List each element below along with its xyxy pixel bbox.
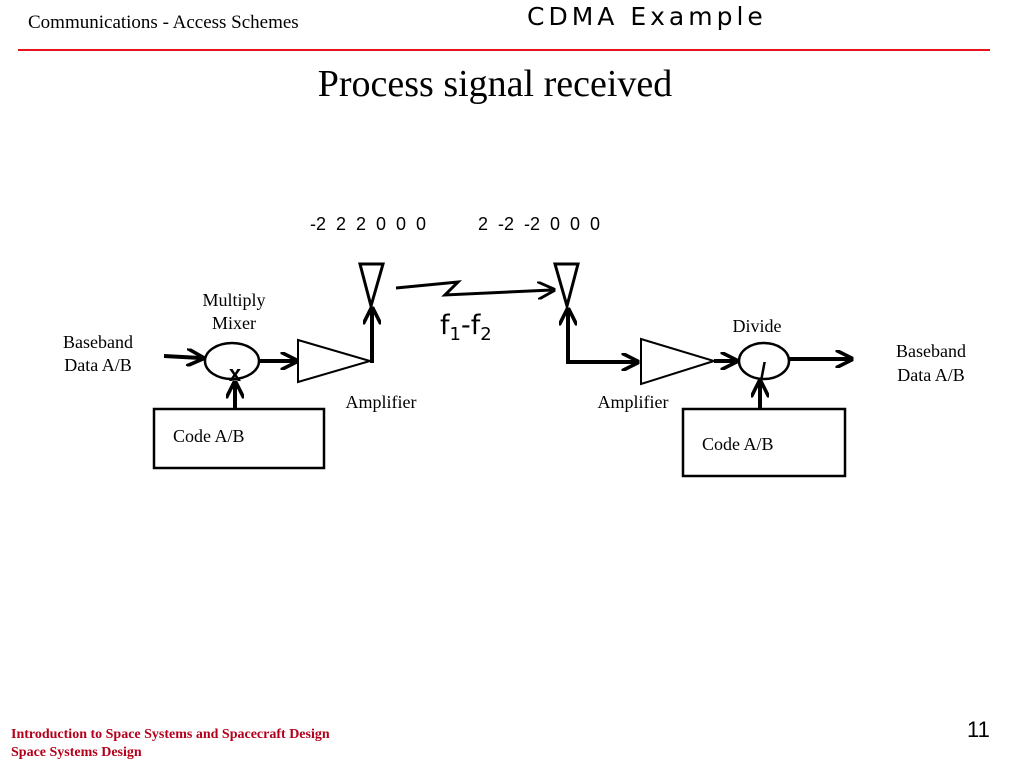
tx-code-box: [152, 407, 326, 470]
mixer-label-multiply: Multiply: [202, 290, 265, 310]
output-data-label: Data A/B: [897, 365, 965, 385]
tx-amplifier-icon: [297, 338, 374, 384]
header-section-title: Communications - Access Schemes: [28, 12, 299, 33]
mixer-symbol: x: [229, 361, 242, 386]
rx-code-box: [681, 407, 847, 478]
page-number: 11: [967, 717, 990, 742]
mixer-label-mixer: Mixer: [212, 313, 256, 333]
rx-code-label: Code A/B: [702, 434, 774, 454]
divider-label: Divide: [733, 316, 782, 336]
tx-antenna-icon: [358, 262, 385, 312]
input-data-label: Data A/B: [64, 355, 132, 375]
input-baseband-label: Baseband: [63, 332, 133, 352]
chip-sequence-b: 2 -2 -2 0 0 0: [478, 214, 600, 234]
slide-title: Process signal received: [317, 63, 673, 105]
input-arrow-icon: [163, 356, 201, 358]
output-baseband-label: Baseband: [896, 341, 966, 361]
rx-amplifier-icon: [640, 337, 718, 386]
header-divider: [18, 49, 990, 51]
tx-code-label: Code A/B: [173, 426, 245, 446]
rx-amplifier-label: Amplifier: [598, 392, 669, 412]
divider-symbol: /: [760, 358, 766, 383]
footer-course-title: Introduction to Space Systems and Spacec…: [11, 727, 330, 742]
header-topic-title: CDMA Example: [527, 2, 767, 31]
amp-to-antenna-arrow-icon: [370, 310, 372, 363]
lightning-link-icon: [395, 280, 552, 295]
channel-frequency-label: f1-f2: [440, 310, 492, 345]
tx-amplifier-label: Amplifier: [346, 392, 417, 412]
rx-antenna-icon: [553, 262, 580, 312]
footer: Introduction to Space Systems and Spacec…: [11, 726, 330, 762]
antenna-to-amp-arrow-icon: [566, 330, 636, 362]
chip-sequence-a: -2 2 2 0 0 0: [310, 214, 426, 234]
footer-department: Space Systems Design: [11, 745, 142, 760]
